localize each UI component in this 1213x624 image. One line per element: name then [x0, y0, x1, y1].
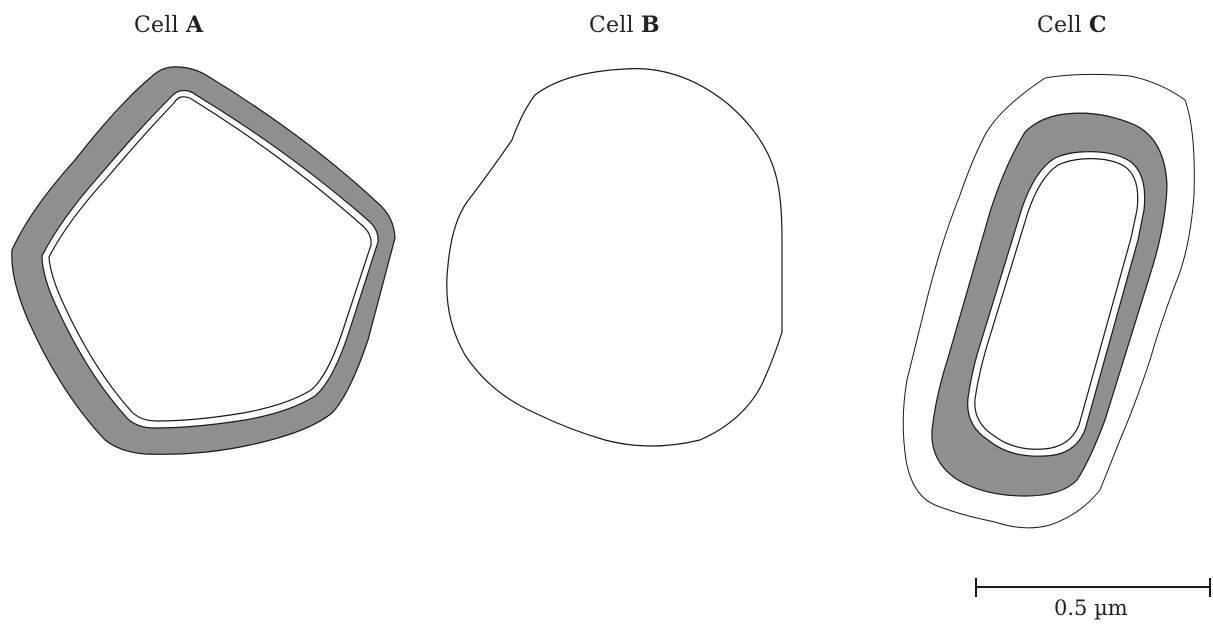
scale-bar	[976, 578, 1210, 597]
cell-b-outline	[447, 69, 782, 446]
scale-bar-label: 0.5 µm	[1054, 596, 1128, 620]
cell-c	[903, 74, 1194, 527]
cell-a	[12, 67, 395, 454]
cell-b	[447, 69, 782, 446]
